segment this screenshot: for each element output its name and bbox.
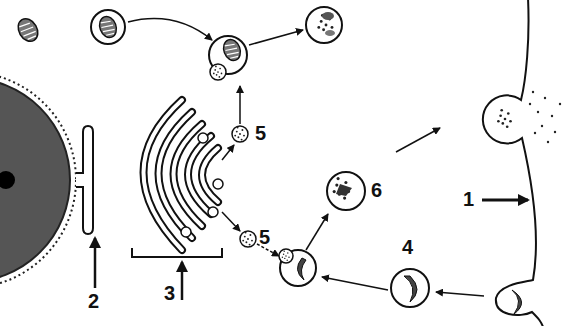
- callout-number: 1: [463, 188, 474, 211]
- callout-number: 6: [371, 179, 382, 202]
- callout-number: 4: [402, 236, 413, 259]
- callout-number: 3: [164, 282, 175, 305]
- callout-number: 2: [88, 290, 99, 313]
- callout-number: 5: [255, 122, 266, 145]
- callout-number: 5: [259, 226, 270, 249]
